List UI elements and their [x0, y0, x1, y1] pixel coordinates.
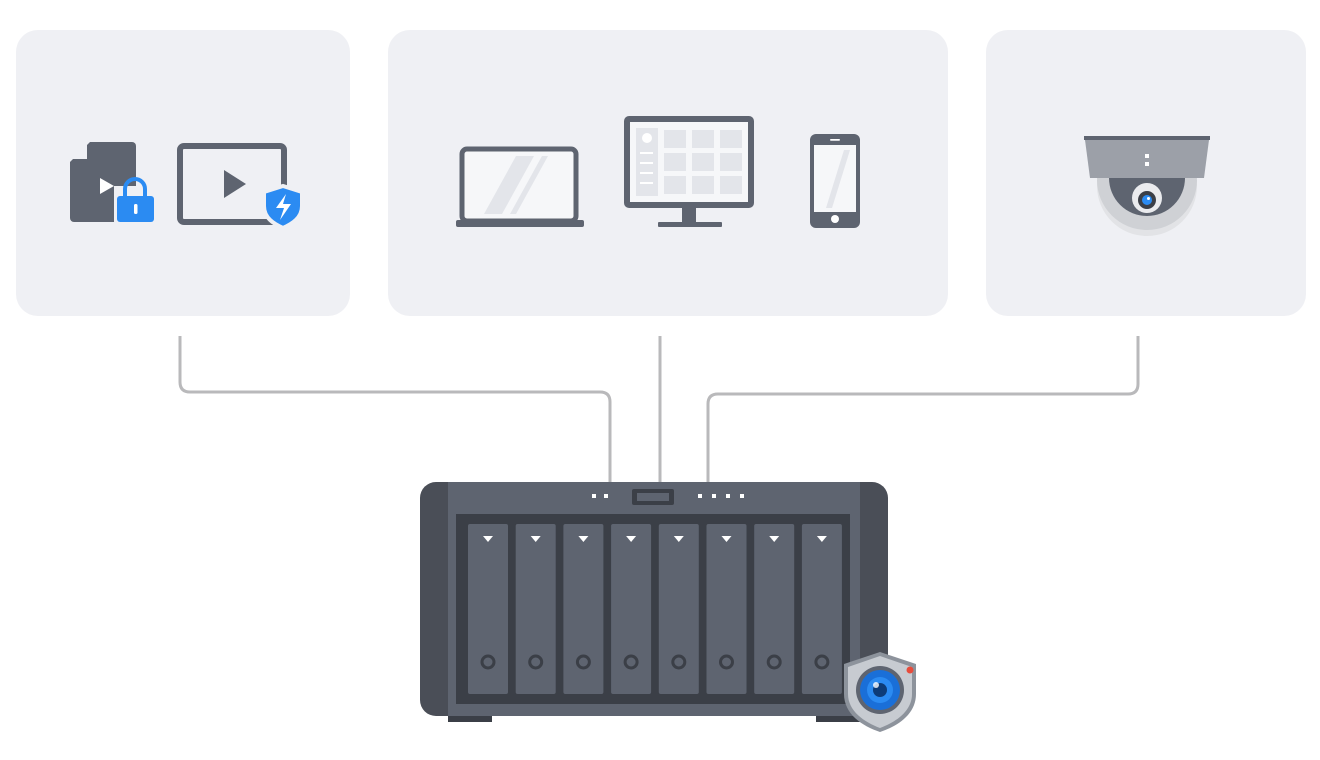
- protected-media-panel: [16, 30, 350, 316]
- drive-bay-led-icon: [480, 654, 496, 670]
- drive-bay: [801, 524, 842, 694]
- protected-video-player-icon: [176, 142, 306, 232]
- drive-bay-led-icon: [671, 654, 687, 670]
- drive-bay: [754, 524, 795, 694]
- drive-bay-led-icon: [719, 654, 734, 670]
- drive-bay: [706, 524, 747, 694]
- drive-bay: [468, 524, 508, 694]
- laptop-icon: [454, 146, 586, 230]
- drive-bay-release-icon: [578, 536, 589, 542]
- connector-camera-to-nas: [706, 336, 1140, 482]
- locked-video-file-icon: [70, 142, 160, 226]
- surveillance-shield-icon: [838, 650, 922, 734]
- client-devices-panel: [388, 30, 948, 316]
- desktop-monitor-icon: [624, 116, 756, 230]
- drive-bay-led-icon: [814, 654, 830, 670]
- drive-bay: [658, 524, 699, 694]
- drive-bay-release-icon: [721, 536, 732, 542]
- drive-bay-release-icon: [530, 536, 541, 542]
- drive-bay: [563, 524, 604, 694]
- drive-bay-led-icon: [766, 654, 782, 670]
- dome-camera-icon: [1084, 136, 1210, 240]
- drive-bay-release-icon: [626, 536, 637, 542]
- drive-bay-release-icon: [483, 536, 493, 542]
- ip-camera-panel: [986, 30, 1306, 316]
- drive-bay-release-icon: [673, 536, 684, 542]
- drive-bay-led-icon: [623, 654, 639, 670]
- drive-bay: [611, 524, 652, 694]
- drive-bay-led-icon: [575, 654, 591, 670]
- smartphone-icon: [808, 132, 862, 230]
- drive-bay: [515, 524, 556, 694]
- drive-bay-led-icon: [528, 654, 544, 670]
- connector-media-to-nas: [178, 336, 612, 482]
- drive-bay-release-icon: [769, 536, 780, 542]
- drive-bay-release-icon: [816, 536, 827, 542]
- nas-icon: [418, 480, 890, 726]
